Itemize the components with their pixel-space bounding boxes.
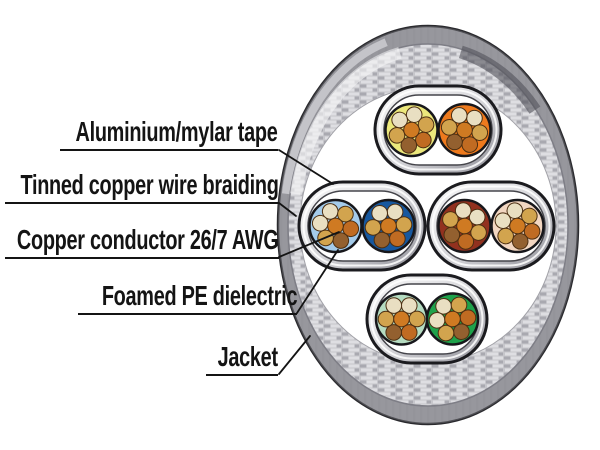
shield-inner-highlight: [370, 278, 484, 360]
leader-line-braiding: [278, 202, 297, 217]
leader-lines: [278, 149, 340, 375]
label-jacket-text: Jacket: [217, 341, 278, 372]
label-tinned-copper-braiding: Tinned copper wire braiding: [5, 166, 279, 204]
shield-inner-highlight: [302, 185, 422, 267]
label-tinned-copper-braiding-text: Tinned copper wire braiding: [20, 169, 279, 200]
leader-line-dielectric: [296, 249, 339, 314]
leader-line-jacket: [278, 335, 311, 375]
pair-pod-top: [373, 84, 503, 176]
label-jacket: Jacket: [206, 338, 278, 376]
pair-pod-left: [297, 180, 427, 272]
shield-inner-highlight: [378, 89, 498, 171]
label-aluminium-mylar-tape-text: Aluminium/mylar tape: [75, 116, 278, 147]
label-copper-conductor-text: Copper conductor 26/7 AWG: [17, 224, 279, 255]
pair-pod-right: [426, 180, 556, 272]
label-foamed-pe-dielectric-text: Foamed PE dielectric: [101, 280, 298, 311]
leader-line-conductor: [278, 231, 340, 258]
label-aluminium-mylar-tape: Aluminium/mylar tape: [60, 113, 278, 151]
label-foamed-pe-dielectric: Foamed PE dielectric: [78, 277, 297, 315]
shield-inner-highlight: [431, 185, 551, 267]
label-copper-conductor: Copper conductor 26/7 AWG: [5, 221, 279, 259]
leader-line-tape: [278, 149, 334, 185]
pair-pod-bottom: [365, 273, 489, 365]
